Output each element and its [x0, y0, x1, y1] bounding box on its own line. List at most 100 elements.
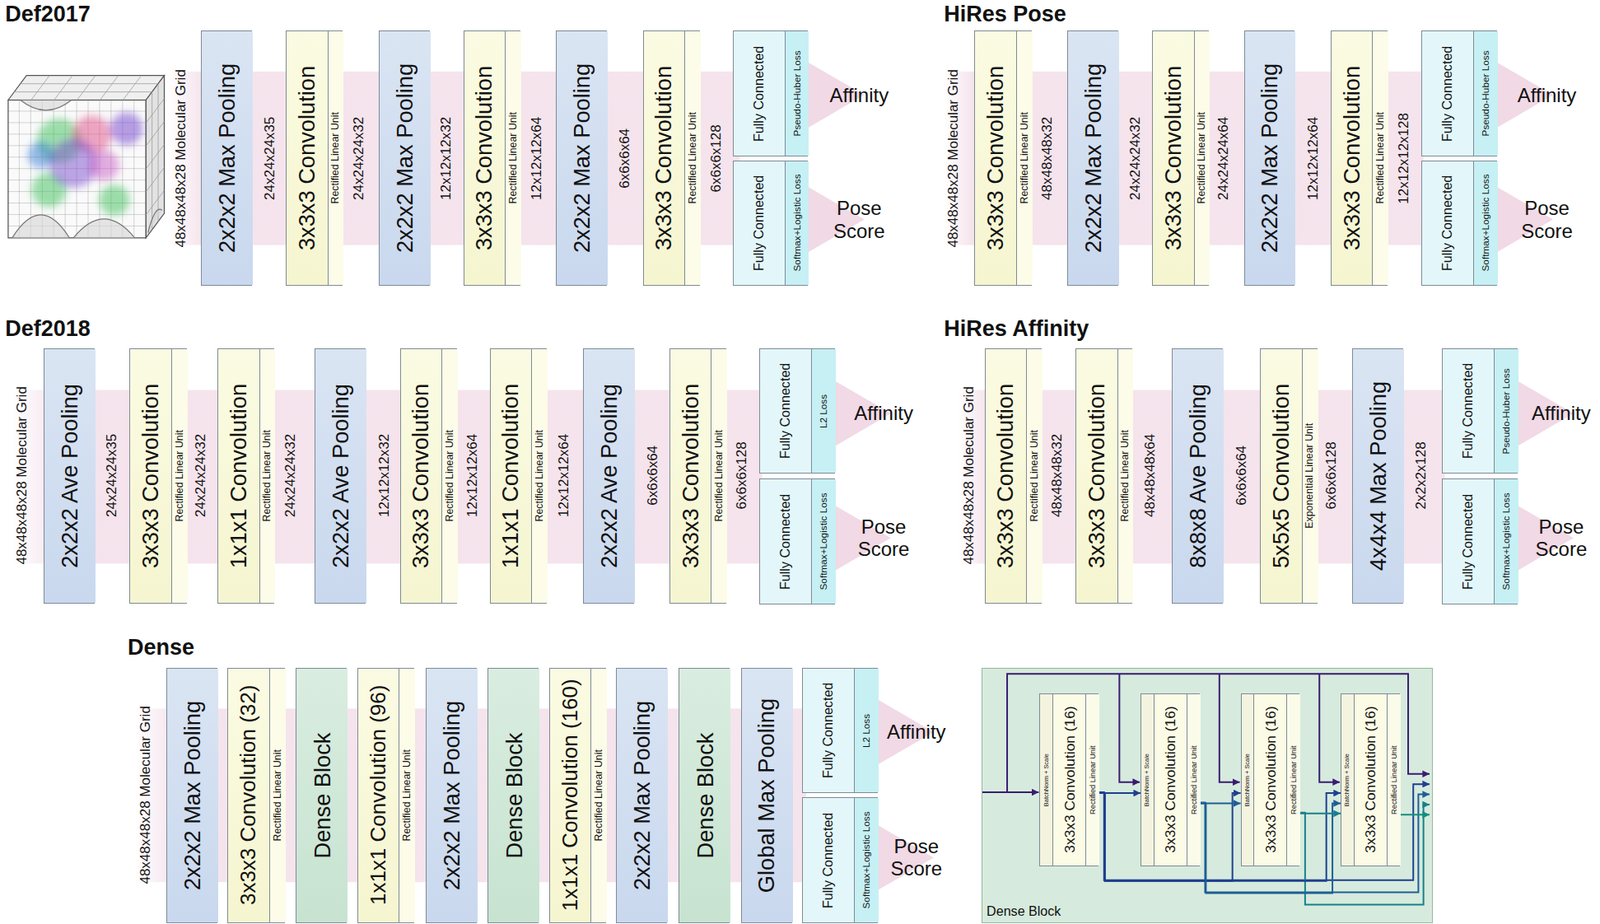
- layer-section: 3x3x3 Convolution: [670, 349, 712, 603]
- dense-connection: [1299, 812, 1341, 815]
- output-label: Affinity: [874, 720, 959, 744]
- layer-text: BatchNorm + Scale: [1244, 753, 1251, 807]
- output-label: Pose Score: [1505, 196, 1590, 243]
- layer-text: BatchNorm + Scale: [1343, 753, 1351, 807]
- layer-section: Softmax+Logistic Loss: [1493, 479, 1519, 603]
- dimension-label: 48x48x48x28 Molecular Grid: [14, 387, 31, 565]
- layer-text: 3x3x3 Convolution: [1339, 65, 1365, 251]
- layer-box: Dense Block: [487, 667, 539, 924]
- dimension-label: 12x12x12x128: [1396, 112, 1413, 205]
- panel-title: HiRes Affinity: [943, 317, 1089, 341]
- layer-text: Dense Block: [309, 732, 335, 859]
- layer-box: Fully ConnectedSoftmax+Logistic Loss: [732, 160, 809, 286]
- layer-section: 3x3x3 Convolution: [985, 349, 1027, 603]
- dimension-label: 12x12x12x32: [438, 116, 455, 201]
- layer-box: 3x3x3 ConvolutionRectified Linear Unit: [643, 30, 700, 286]
- layer-section: BatchNorm + Scale: [1241, 694, 1255, 867]
- layer-section: Exponential Linear Unit: [1301, 349, 1319, 603]
- layer-text: 3x3x3 Convolution: [138, 383, 164, 569]
- layer-text: L2 Loss: [861, 713, 873, 747]
- output-label: Pose Score: [816, 196, 901, 243]
- dimension-label: 24x24x24x32: [283, 433, 299, 518]
- layer-text: 8x8x8 Ave Pooling: [1185, 383, 1211, 569]
- dimension-label: 6x6x6x64: [617, 128, 634, 189]
- layer-text: Softmax+Logistic Loss: [1501, 493, 1512, 591]
- layer-text: 2x2x2 Max Pooling: [180, 700, 206, 891]
- layer-text: 4x4x4 Max Pooling: [1366, 381, 1391, 571]
- layer-box: Dense Block: [678, 667, 730, 924]
- layer-section: Rectified Linear Unit: [269, 668, 286, 923]
- layout-shape: [1399, 813, 1430, 816]
- dimension-label: 2x2x2x128: [1413, 442, 1430, 510]
- layer-section: 3x3x3 Convolution: [401, 349, 443, 603]
- dimension-label: 48x48x48x28 Molecular Grid: [961, 387, 978, 565]
- layer-section: Dense Block: [296, 668, 348, 923]
- layer-section: BatchNorm + Scale: [1141, 694, 1154, 867]
- layer-section: Rectified Linear Unit: [171, 349, 188, 603]
- dimension-label: 6x6x6x128: [734, 442, 751, 510]
- layer-section: 2x2x2 Max Pooling: [556, 31, 608, 285]
- layer-box: BatchNorm + Scale3x3x3 Convolution (16)R…: [1140, 693, 1200, 868]
- layer-text: Fully Connected: [820, 811, 836, 908]
- layout-shape: [27, 141, 54, 168]
- output-label: Affinity: [1505, 83, 1590, 108]
- layer-box: Fully ConnectedSoftmax+Logistic Loss: [802, 797, 878, 923]
- layout-shape: [12, 99, 163, 238]
- dense-block-panel-fill: [981, 667, 1433, 924]
- layer-box: 2x2x2 Max Pooling: [378, 30, 430, 286]
- layout-shape: [110, 111, 144, 145]
- dimension-label: 6x6x6x64: [1234, 445, 1251, 506]
- layer-box: Fully ConnectedPseudo-Huber Loss: [1421, 30, 1498, 156]
- layer-section: Rectified Linear Unit: [1085, 694, 1100, 867]
- layer-box: 2x2x2 Ave Pooling: [314, 348, 366, 604]
- layer-section: L2 Loss: [811, 349, 836, 473]
- layer-section: Global Max Pooling: [741, 668, 794, 923]
- layer-text: 1x1x1 Convolution (96): [366, 685, 391, 906]
- layer-text: 3x3x3 Convolution (16): [1162, 706, 1179, 854]
- output-label: Affinity: [841, 401, 926, 425]
- layer-section: BatchNorm + Scale: [1040, 694, 1053, 867]
- layer-text: 3x3x3 Convolution: [983, 65, 1008, 251]
- layer-text: 3x3x3 Convolution: [1084, 383, 1110, 569]
- layer-box: 3x3x3 Convolution Rectified Linear Unit: [984, 348, 1042, 604]
- output-label: Pose Score: [1519, 515, 1600, 561]
- layer-section: Fully Connected: [1422, 31, 1474, 155]
- layer-text: Rectified Linear Unit: [444, 429, 457, 522]
- layer-box: 3x3x3 Convolution Rectified Linear Unit: [129, 348, 187, 604]
- layer-section: 3x3x3 Convolution (16): [1153, 694, 1187, 867]
- layer-text: 3x3x3 Convolution: [993, 383, 1019, 569]
- dimension-label: 6x6x6x128: [1324, 442, 1340, 510]
- layer-section: Pseudo-Huber Loss: [1493, 349, 1519, 473]
- layer-box: 2x2x2 Ave Pooling: [43, 348, 95, 604]
- layer-box: 3x3x3 ConvolutionRectified Linear Unit: [974, 30, 1031, 286]
- layer-box: 3x3x3 ConvolutionRectified Linear Unit: [285, 30, 343, 286]
- panel-title: Def2017: [4, 3, 91, 26]
- dimension-label: 12x12x12x64: [466, 433, 482, 518]
- layer-box: 3x3x3 ConvolutionRectified Linear Unit: [463, 30, 521, 286]
- layer-section: Pseudo-Huber Loss: [784, 31, 810, 155]
- layer-text: Fully Connected: [1460, 363, 1476, 459]
- layer-text: 1x1x1 Convolution: [499, 383, 524, 569]
- layer-text: Rectified Linear Unit: [271, 749, 284, 841]
- layer-text: Fully Connected: [778, 363, 794, 459]
- layer-text: Rectified Linear Unit: [1029, 429, 1041, 522]
- layer-text: 1x1x1 Convolution: [226, 383, 252, 569]
- panel-title: HiRes Pose: [943, 3, 1067, 26]
- layer-text: Dense Block: [692, 732, 718, 859]
- molecular-grid-cube: [8, 75, 165, 238]
- layer-section: 2x2x2 Max Pooling: [379, 31, 431, 285]
- layer-box: Fully Connected Pseudo-Huber Loss: [1441, 348, 1518, 474]
- layer-box: 3x3x3 ConvolutionRectified Linear Unit: [1152, 30, 1209, 286]
- layer-box: Fully ConnectedSoftmax+Logistic Loss: [1441, 478, 1518, 604]
- layer-box: Fully ConnectedSoftmax+Logistic Loss: [759, 478, 835, 604]
- layer-text: 2x2x2 Ave Pooling: [57, 383, 83, 569]
- layer-box: 3x3x3 ConvolutionRectified Linear Unit: [1075, 348, 1133, 604]
- layer-text: 2x2x2 Max Pooling: [1081, 63, 1106, 253]
- layer-text: Rectified Linear Unit: [1289, 745, 1298, 815]
- dimension-label: 12x12x12x64: [1306, 116, 1323, 201]
- layer-section: 3x3x3 Convolution: [643, 31, 686, 285]
- layer-text: L2 Loss: [818, 393, 830, 428]
- layer-section: Rectified Linear Unit: [1386, 694, 1401, 867]
- layer-text: BatchNorm + Scale: [1143, 753, 1151, 807]
- layer-text: Rectified Linear Unit: [534, 429, 546, 522]
